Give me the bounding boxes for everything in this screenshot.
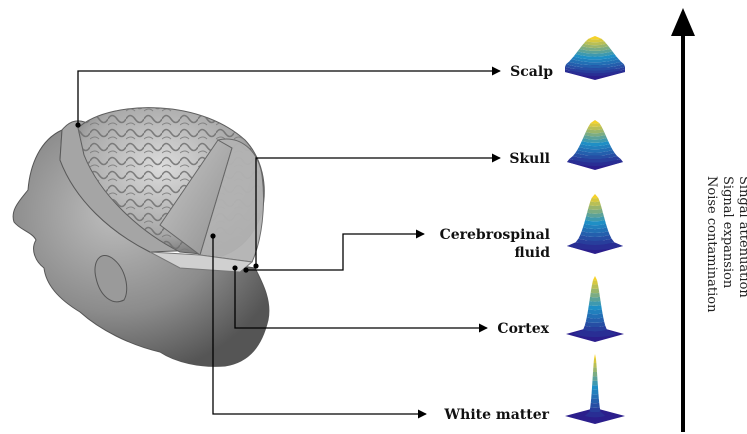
peak-band bbox=[592, 194, 598, 198]
skull-dot bbox=[253, 263, 258, 268]
cortex-leader bbox=[235, 268, 487, 328]
axis-label-line2: Signal expansion bbox=[720, 176, 735, 289]
csf-label-line1: Cerebrospinal bbox=[440, 227, 550, 243]
white-matter-dot bbox=[210, 233, 215, 238]
peak-band bbox=[591, 120, 600, 124]
peak-band bbox=[593, 276, 597, 280]
peak-band bbox=[591, 394, 599, 399]
peak-band bbox=[594, 358, 597, 363]
peak-band bbox=[589, 36, 602, 39]
peak-plot-skull bbox=[567, 120, 623, 170]
peak-plot-csf bbox=[567, 194, 623, 254]
signal-peak-plots bbox=[565, 36, 625, 424]
scalp-dot bbox=[75, 122, 80, 127]
peak-band bbox=[591, 288, 600, 293]
peak-band bbox=[592, 385, 598, 390]
axis-label-block: Singal attenuation Signal expansion Nois… bbox=[704, 176, 747, 313]
peak-band bbox=[593, 363, 596, 368]
peak-band bbox=[590, 293, 600, 298]
peak-plot-cortex bbox=[566, 276, 624, 342]
peak-band bbox=[589, 297, 600, 302]
peak-band bbox=[592, 389, 599, 394]
peak-plot-white bbox=[565, 354, 625, 424]
skull-label: Skull bbox=[509, 151, 550, 167]
peak-band bbox=[589, 201, 601, 206]
peak-band bbox=[589, 407, 600, 412]
cortex-label: Cortex bbox=[497, 321, 549, 337]
axis-label-line3: Noise contamination bbox=[704, 176, 719, 313]
axis-label-line1: Singal attenuation bbox=[736, 176, 747, 298]
peak-band bbox=[590, 403, 599, 408]
peak-band bbox=[591, 398, 599, 403]
peak-plot-scalp bbox=[565, 36, 625, 80]
peak-band bbox=[592, 280, 598, 285]
peak-band bbox=[593, 372, 598, 377]
peak-band bbox=[592, 381, 598, 386]
peak-band bbox=[593, 367, 597, 372]
white-matter-label: White matter bbox=[443, 407, 549, 423]
head-illustration bbox=[13, 108, 269, 367]
peak-band bbox=[590, 198, 599, 202]
attenuation-arrowhead bbox=[671, 8, 695, 36]
peak-band bbox=[594, 354, 596, 359]
scalp-label: Scalp bbox=[510, 64, 553, 80]
peak-band bbox=[592, 376, 597, 381]
skull-leader bbox=[256, 158, 500, 266]
csf-dot bbox=[243, 267, 248, 272]
cortex-dot bbox=[232, 265, 237, 270]
csf-label-line2: fluid bbox=[515, 245, 551, 261]
peak-band bbox=[591, 284, 598, 289]
csf-leader bbox=[246, 234, 424, 270]
